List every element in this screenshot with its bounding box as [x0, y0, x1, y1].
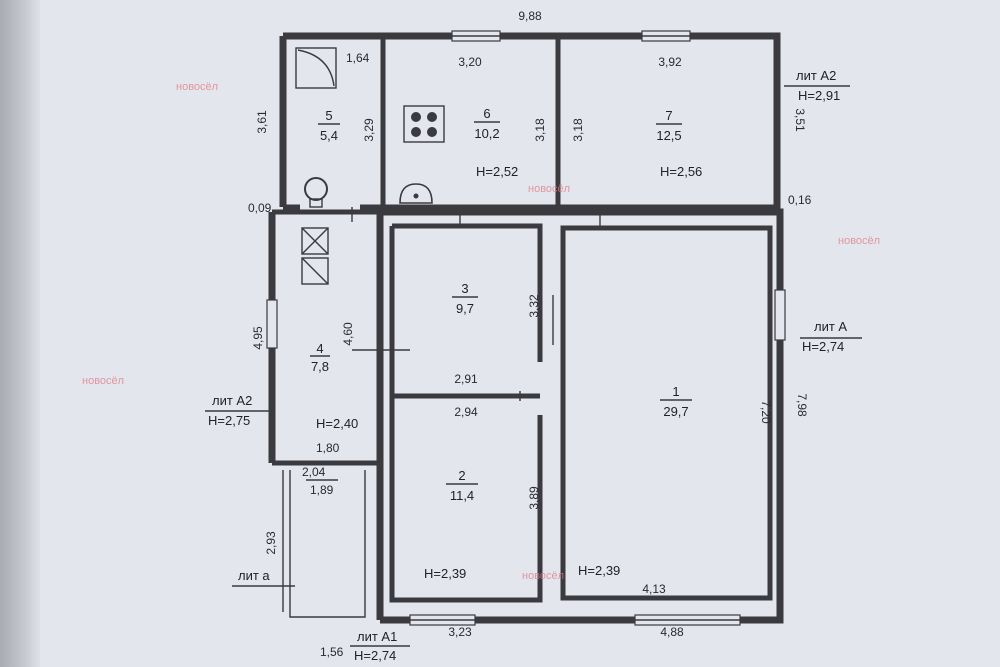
room-1-height-dim: 7,20 — [759, 400, 773, 424]
room-5-width: 1,64 — [346, 51, 370, 65]
room-6-number: 6 — [483, 106, 490, 121]
lit-a2-top-height: Н=2,91 — [798, 88, 840, 103]
room-3-number: 3 — [461, 281, 468, 296]
room-7-width: 3,92 — [658, 55, 682, 69]
left-lower-dim: 2,93 — [264, 531, 278, 555]
room-4: 4 7,8 4,60 Н=2,40 — [311, 322, 358, 431]
room-2-width: 2,94 — [454, 405, 478, 419]
sink-icon — [399, 183, 433, 204]
walls — [268, 32, 784, 624]
room-6-area: 10,2 — [474, 126, 499, 141]
room-4-height-dim: 4,60 — [341, 322, 355, 346]
door-icon — [351, 207, 601, 401]
left-top-height: 3,61 — [255, 110, 269, 134]
room-5-number: 5 — [325, 108, 332, 123]
dimension-labels: 9,88 1,56 3,23 4,88 3,61 0,09 4,95 2,93 … — [248, 9, 812, 659]
room-6-width: 3,20 — [458, 55, 482, 69]
bottom-right-dim: 4,88 — [660, 625, 684, 639]
watermark-text: новосёл — [82, 375, 124, 387]
lit-labels: лит А2 Н=2,91 лит А Н=2,74 лит А2 Н=2,75… — [205, 68, 862, 663]
room-2: 2,94 2 11,4 3,89 Н=2,39 — [424, 405, 541, 581]
room-7-ceiling: Н=2,56 — [660, 164, 702, 179]
lobby-area: 1,89 — [310, 483, 334, 497]
lit-a-small-name: лит а — [238, 568, 270, 583]
overall-top-width: 9,88 — [518, 9, 542, 23]
watermark-logo: новосёл новосёл новосёл новосёл новосёл — [82, 81, 880, 582]
room-4-ceiling: Н=2,40 — [316, 416, 358, 431]
lit-a2-top-name: лит А2 — [796, 68, 836, 83]
watermark-text: новосёл — [176, 81, 218, 93]
left-mid-height: 4,95 — [251, 326, 265, 350]
lit-a2-left-height: Н=2,75 — [208, 413, 250, 428]
room-3: 3 9,7 3,32 2,91 — [454, 281, 541, 386]
room-5: 1,64 5 5,4 3,29 — [320, 51, 376, 143]
room-1-ceiling: Н=2,39 — [578, 563, 620, 578]
ventilation-box — [301, 227, 329, 285]
room-1-number: 1 — [672, 384, 679, 399]
room-3-area: 9,7 — [456, 301, 474, 316]
room-4-number: 4 — [316, 341, 323, 356]
stove-icon — [403, 105, 445, 143]
right-gap: 0,16 — [788, 193, 812, 207]
room-5-height: 3,29 — [362, 118, 376, 142]
left-gap: 0,09 — [248, 201, 272, 215]
bathtub-icon — [295, 47, 337, 89]
room-7-height-dim: 3,18 — [571, 118, 585, 142]
boiler-icon — [304, 177, 328, 208]
window-icon — [266, 30, 786, 626]
lit-a1-name: лит А1 — [357, 629, 397, 644]
watermark-text: новосёл — [522, 570, 564, 582]
room-7: 3,92 7 12,5 3,18 Н=2,56 — [571, 55, 702, 179]
room-7-area: 12,5 — [656, 128, 681, 143]
lit-a-height: Н=2,74 — [802, 339, 844, 354]
watermark-text: новосёл — [838, 235, 880, 247]
room-2-height-dim: 3,89 — [527, 486, 541, 510]
room-1: 1 29,7 7,20 4,13 Н=2,39 — [578, 384, 773, 596]
room-5-area: 5,4 — [320, 128, 338, 143]
lit-a2-left-name: лит А2 — [212, 393, 252, 408]
room-6-ceiling: Н=2,52 — [476, 164, 518, 179]
room-1-area: 29,7 — [663, 404, 688, 419]
room-2-area: 11,4 — [450, 488, 474, 503]
lobby-width-2: 2,04 — [302, 465, 326, 479]
lit-a1-height: Н=2,74 — [354, 648, 396, 663]
room-7-number: 7 — [665, 108, 672, 123]
area-fraction-lines — [306, 121, 692, 485]
room-3-height-dim: 3,32 — [527, 294, 541, 318]
room-6: 3,20 6 10,2 3,18 Н=2,52 — [458, 55, 547, 179]
lit-a-name: лит А — [814, 319, 847, 334]
room-3-width: 2,91 — [454, 372, 478, 386]
right-top-height: 3,51 — [793, 108, 807, 132]
right-height: 7,98 — [795, 393, 809, 417]
lobby-width-1: 1,80 — [316, 441, 340, 455]
bottom-mid-dim: 3,23 — [448, 625, 472, 639]
bottom-left-dim: 1,56 — [320, 645, 344, 659]
room-1-width: 4,13 — [642, 582, 666, 596]
watermark-text: новосёл — [528, 183, 570, 195]
room-2-number: 2 — [458, 468, 465, 483]
room-6-height-dim: 3,18 — [533, 118, 547, 142]
room-4-area: 7,8 — [311, 359, 329, 374]
binding-strip — [0, 0, 40, 667]
room-2-ceiling: Н=2,39 — [424, 566, 466, 581]
